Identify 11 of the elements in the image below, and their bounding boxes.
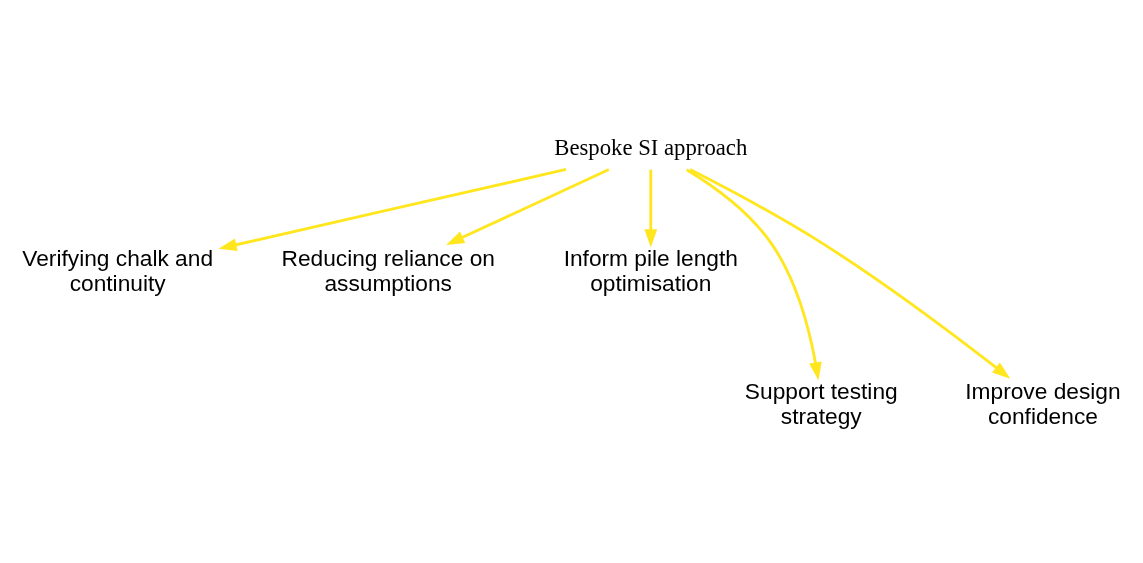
node-text: Reducing reliance on assumptions (281, 244, 495, 296)
arrow (644, 169, 658, 247)
arrow (446, 167, 610, 245)
node-text: Support testing strategy (744, 377, 898, 429)
node-text: Bespoke SI approach (554, 134, 748, 160)
arrow (686, 168, 822, 380)
arrow (689, 167, 1011, 379)
node-text: Inform pile length optimisation (563, 244, 738, 296)
arrow (218, 167, 567, 251)
node-text: Improve design confidence (965, 377, 1121, 429)
node-text: Verifying chalk and continuity (22, 244, 214, 296)
